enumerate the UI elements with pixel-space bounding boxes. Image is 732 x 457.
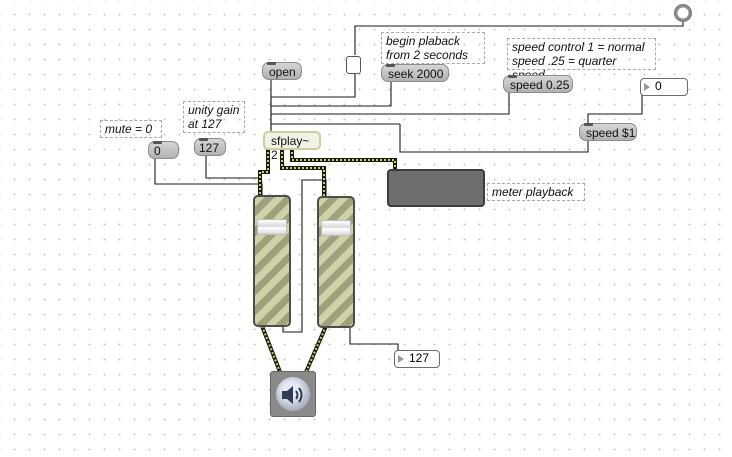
right-gain-fader[interactable] bbox=[317, 196, 355, 328]
left-gain-fader[interactable] bbox=[253, 195, 291, 327]
mute-comment: mute = 0 bbox=[100, 120, 162, 138]
loadbang-button-icon[interactable] bbox=[674, 4, 692, 22]
gain-number-value: 127 bbox=[199, 141, 220, 155]
speed-comment: speed control 1 = normal speed .25 = qua… bbox=[507, 38, 656, 82]
speed-comment-line1: speed control 1 = normal bbox=[512, 40, 645, 54]
speed-number-box[interactable]: 0 bbox=[640, 78, 688, 96]
seek-message[interactable]: seek 2000 bbox=[381, 64, 449, 82]
output-number-value: 127 bbox=[409, 351, 430, 365]
unity-gain-comment-line2: at 127 bbox=[188, 117, 222, 131]
speed-quarter-message[interactable]: speed 0.25 bbox=[503, 75, 573, 93]
mute-number-value: 0 bbox=[154, 144, 161, 158]
sfplay-object[interactable]: sfplay~ 2 bbox=[263, 131, 321, 162]
toggle-icon[interactable] bbox=[346, 56, 361, 74]
open-message[interactable]: open bbox=[262, 62, 302, 80]
gain-number-box[interactable]: 127 bbox=[194, 138, 226, 156]
right-gain-fader-handle[interactable] bbox=[321, 220, 351, 236]
mute-number-box[interactable]: 0 bbox=[148, 141, 179, 159]
left-gain-fader-handle[interactable] bbox=[257, 219, 287, 235]
open-message-label: open bbox=[269, 65, 296, 79]
speaker-icon bbox=[282, 386, 303, 404]
speed-number-value: 0 bbox=[655, 79, 662, 93]
dac-output[interactable] bbox=[270, 371, 316, 417]
seek-comment-line1: begin plaback bbox=[386, 34, 461, 48]
speed-variable-message[interactable]: speed $1 bbox=[579, 123, 637, 141]
speed-variable-message-label: speed $1 bbox=[586, 126, 636, 140]
level-meter bbox=[387, 169, 485, 207]
unity-gain-comment-line1: unity gain bbox=[188, 103, 240, 117]
speed-quarter-message-label: speed 0.25 bbox=[510, 78, 570, 92]
seek-comment: begin plaback from 2 seconds in bbox=[381, 32, 485, 76]
unity-gain-comment: unity gain at 127 bbox=[183, 101, 245, 133]
output-number-box[interactable]: 127 bbox=[394, 350, 440, 368]
seek-message-label: seek 2000 bbox=[388, 67, 444, 81]
sfplay-object-label: sfplay~ 2 bbox=[271, 134, 310, 162]
meter-comment: meter playback bbox=[487, 183, 585, 201]
